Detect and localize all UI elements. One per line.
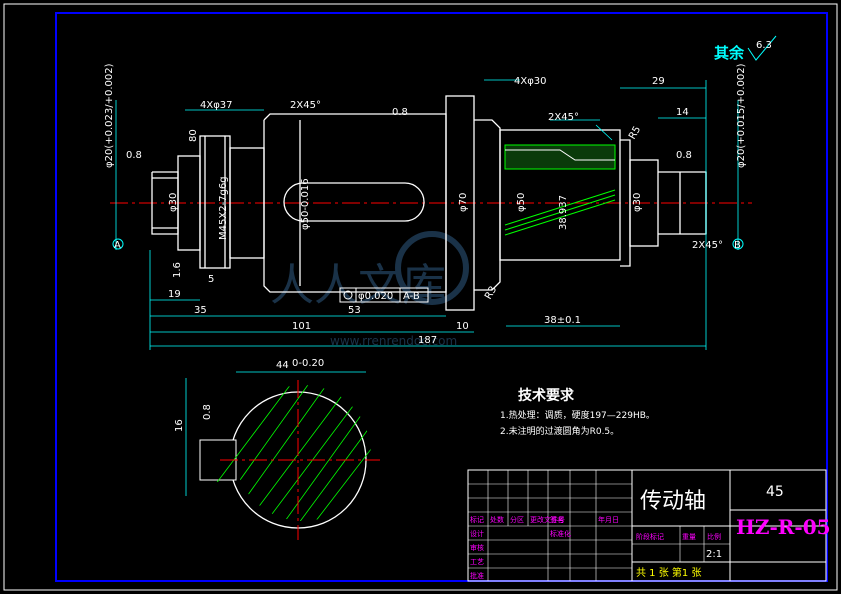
- dim-2x45-b: 2X45°: [548, 112, 579, 123]
- datum-markers: A B: [112, 238, 744, 251]
- row-label-2: 分区: [510, 515, 524, 524]
- title-block: 传动轴 45 HZ-R-05 2:1 共 1 张 第1 张 阶段标记 重量 比例…: [467, 469, 831, 582]
- watermark-text: 人人文库: [270, 260, 446, 311]
- dim-ra-08-a: 0.8: [392, 107, 408, 118]
- shaft-outline: [151, 95, 707, 311]
- stage-label: 阶段标记: [636, 532, 664, 541]
- scale: 2:1: [706, 549, 722, 560]
- dim-2x45-c: 2X45°: [692, 240, 723, 251]
- outer-border: [3, 3, 838, 591]
- dim-44-tol: 0-0.20: [292, 358, 324, 369]
- tech-req-item-1: 1.热处理：调质，硬度197—229HB。: [500, 409, 655, 421]
- dim-19: 19: [168, 289, 181, 300]
- left-label-3: 批准: [470, 571, 484, 580]
- dim-phi30-right: φ30: [632, 193, 643, 212]
- datum-b: B: [734, 240, 741, 251]
- gear-hatch: [504, 144, 616, 236]
- row-label-3: 更改文件号: [530, 515, 565, 524]
- dim-38937: 38.937: [558, 195, 569, 230]
- dim-phi50: φ50-0.016: [300, 178, 311, 230]
- dim-80: 80: [188, 129, 199, 142]
- dim-16: 16: [174, 419, 185, 432]
- part-name: 传动轴: [640, 489, 706, 514]
- dim-187: 187: [418, 335, 437, 346]
- dim-53: 53: [348, 305, 361, 316]
- inner-frame: [55, 12, 828, 582]
- tech-req-item-2: 2.未注明的过渡圆角为R0.5。: [500, 425, 619, 437]
- rough-rest-label: 其余: [714, 44, 745, 62]
- dim-2x45-a: 2X45°: [290, 100, 321, 111]
- dim-phi20-left: φ20(+0.023/+0.002): [104, 63, 115, 168]
- scale-label: 比例: [707, 532, 721, 541]
- dim-4x37: 4Xφ37: [200, 100, 233, 111]
- datum-a: A: [114, 240, 121, 251]
- std-label: 标准化: [550, 529, 571, 538]
- dim-ra08-left: 0.8: [126, 150, 142, 161]
- left-label-1: 审核: [470, 543, 484, 552]
- dim-10: 10: [456, 321, 469, 332]
- row-label-1: 处数: [490, 515, 504, 524]
- dim-phi50b: φ50: [516, 193, 527, 212]
- row-label-5: 年月日: [598, 515, 619, 524]
- dim-5: 5: [208, 274, 214, 285]
- dim-38: 38±0.1: [544, 315, 581, 326]
- tol-datum: A-B: [403, 291, 420, 302]
- dim-29: 29: [652, 76, 665, 87]
- dim-44: 44: [276, 360, 289, 371]
- dim-35: 35: [194, 305, 207, 316]
- weight-label: 重量: [682, 533, 696, 541]
- dim-14: 14: [676, 107, 689, 118]
- dimension-lines: [115, 79, 739, 350]
- sheet-info: 共 1 张 第1 张: [636, 566, 701, 579]
- tech-req-heading: 技术要求: [518, 387, 575, 404]
- dim-m45: M45X2-7g6g: [218, 176, 229, 240]
- dim-phi20-right: φ20(+0.015/+0.002): [736, 63, 747, 168]
- left-label-2: 工艺: [470, 558, 484, 566]
- drawing-number: HZ-R-05: [736, 515, 831, 539]
- dim-phi30-left: φ30: [168, 193, 179, 212]
- tol-value: φ0.020: [358, 291, 393, 302]
- dim-4x30: 4Xφ30: [514, 76, 547, 87]
- dim-1-6: 1.6: [172, 262, 183, 278]
- tech-requirements: 技术要求 1.热处理：调质，硬度197—229HB。 2.未注明的过渡圆角为R0…: [500, 387, 655, 437]
- row-label-4: 签名: [550, 515, 564, 524]
- row-label-0: 标记: [470, 515, 484, 524]
- left-label-0: 设计: [470, 529, 484, 538]
- material: 45: [766, 484, 784, 500]
- dim-r5: R5: [627, 124, 643, 141]
- dimension-texts: 4Xφ37 2X45° 0.8 4Xφ30 29 14 2X45° φ20(+0…: [104, 63, 747, 346]
- tolerance-frame: φ0.020 A-B: [339, 287, 429, 303]
- cross-section: 44 0-0.20 16 0.8: [174, 358, 380, 540]
- dim-101: 101: [292, 321, 311, 332]
- dim-phi70: φ70: [458, 193, 469, 212]
- dim-sec-ra: 0.8: [202, 404, 213, 420]
- dim-r3: R3: [483, 284, 499, 301]
- roughness-rest: 其余 6.3: [714, 35, 777, 62]
- dim-ra08-right: 0.8: [676, 150, 692, 161]
- rough-rest-value: 6.3: [756, 40, 772, 51]
- watermark-url: www.rrenrendoc.com: [330, 334, 457, 348]
